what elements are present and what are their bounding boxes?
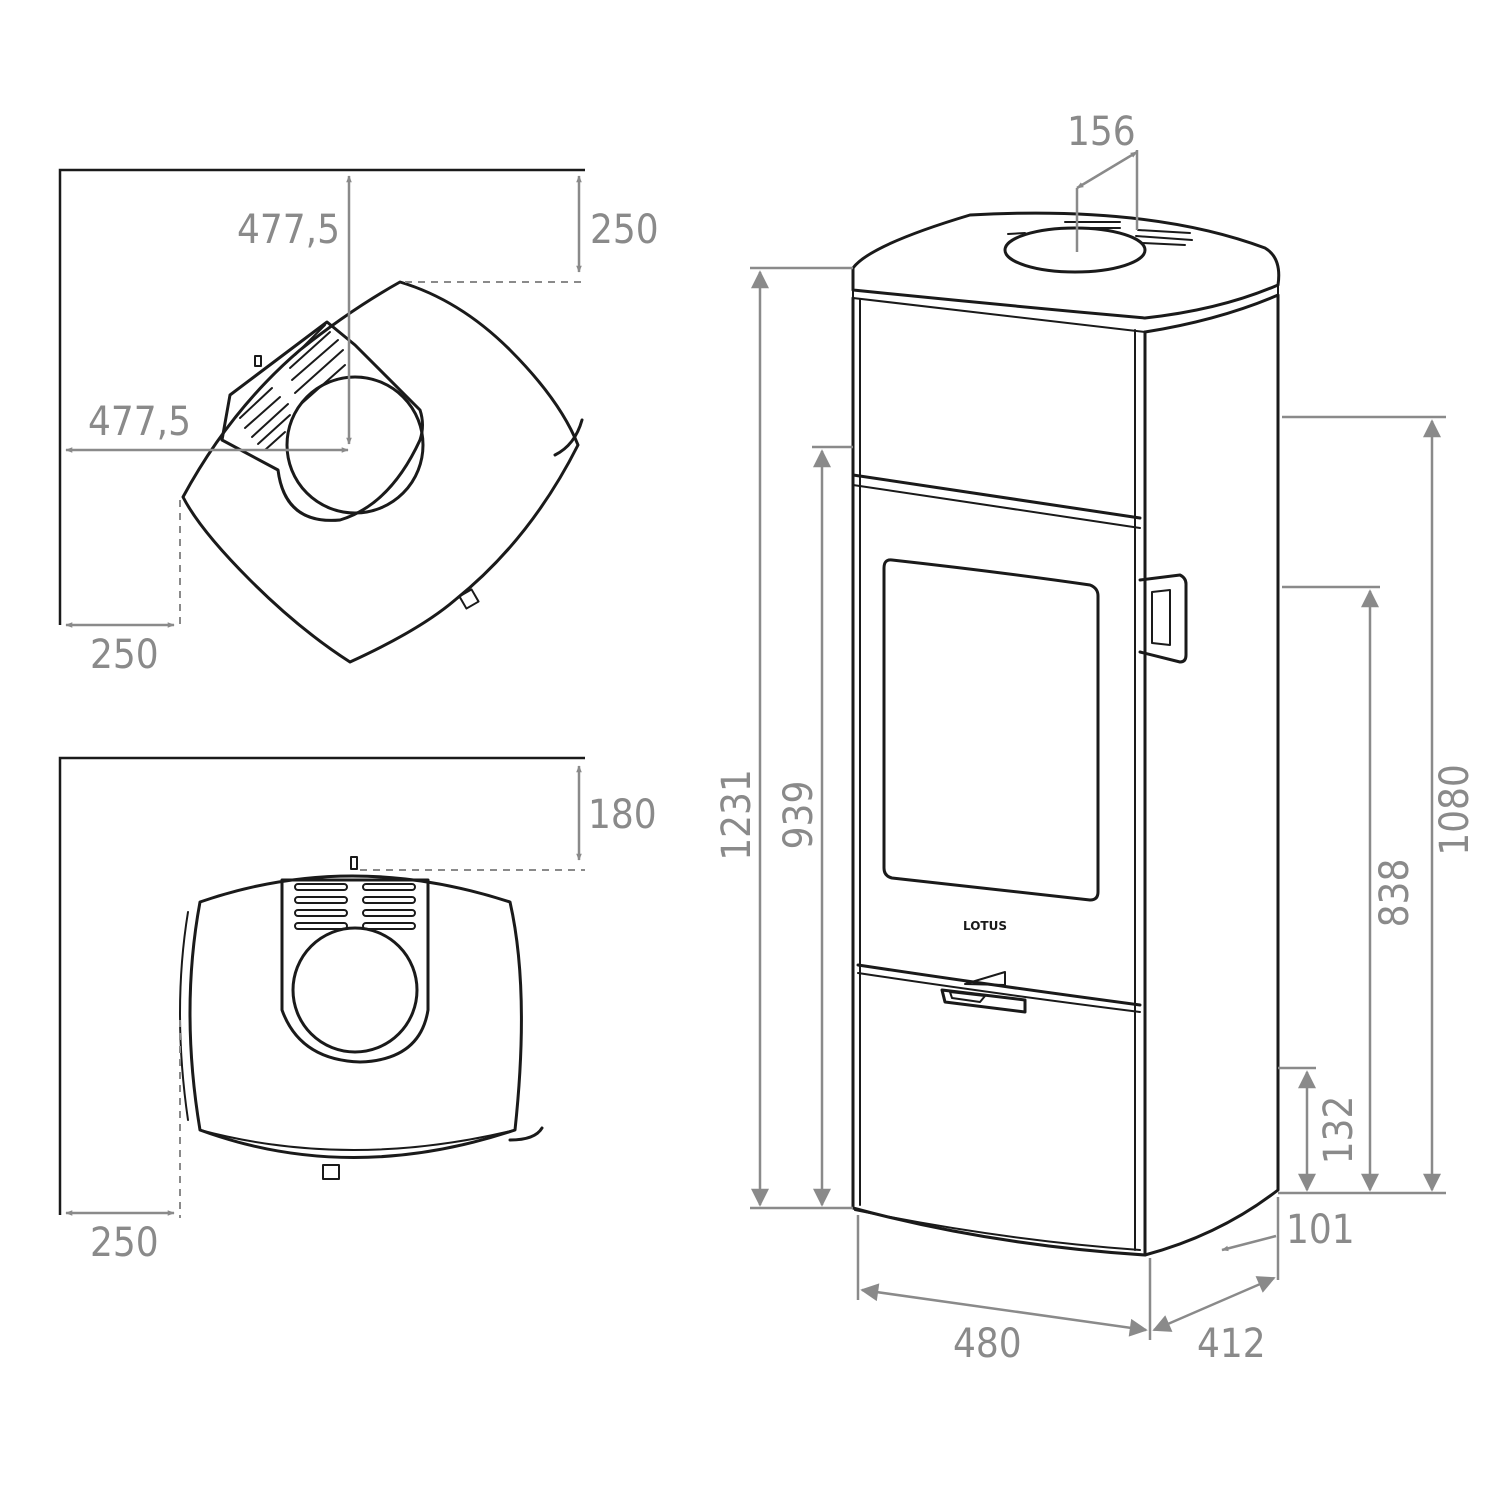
dim-line-inlet-offset — [1221, 1234, 1277, 1252]
dim-line-width — [860, 1283, 1148, 1337]
dim-label-wall-side: 250 — [90, 1220, 159, 1266]
corner-knob — [254, 355, 262, 367]
door-top-edge — [852, 484, 1141, 529]
dim-label-total-height: 1231 — [714, 769, 760, 861]
dim-label-depth: 412 — [1197, 1321, 1266, 1367]
wall-walls — [58, 756, 585, 1215]
dim-line-flue-offset — [1076, 150, 1138, 190]
air-control-slider — [964, 971, 1006, 986]
wall-stove-outline — [188, 874, 523, 1159]
corner-side-handle — [553, 418, 584, 457]
brand-logo: LOTUS — [963, 919, 1007, 933]
stove-front-outline — [851, 296, 1147, 1257]
wall-grille-slots — [294, 883, 416, 930]
stove-side-outline — [1143, 293, 1280, 1257]
dim-label-handle-height: 838 — [1372, 859, 1418, 928]
dim-label-door-height: 939 — [776, 781, 822, 850]
corner-lever — [458, 588, 480, 610]
dim-label-left-depth: 477,5 — [88, 399, 191, 445]
ash-drawer-handle — [940, 988, 1027, 1014]
wall-side-handle — [508, 1126, 544, 1142]
corner-walls — [58, 168, 585, 625]
door-glass — [882, 558, 1100, 902]
top-grille-slots — [1007, 221, 1193, 246]
corner-base-edge — [182, 496, 351, 663]
dim-label-flue-offset: 156 — [1067, 109, 1136, 155]
door-handle-inner — [1151, 589, 1171, 646]
dim-label-inlet-height: 132 — [1316, 1096, 1362, 1165]
corner-top-panel — [220, 320, 424, 522]
dim-label-width: 480 — [953, 1321, 1022, 1367]
ash-drawer-handle-detail — [949, 991, 986, 1003]
wall-knob — [350, 856, 358, 870]
dim-label-wall-back: 180 — [588, 792, 657, 838]
wall-installation-view: 180 250 — [58, 756, 657, 1266]
dim-label-side-height: 1080 — [1432, 764, 1478, 856]
corner-flue-ring — [285, 375, 425, 515]
dim-label-wall-left: 250 — [90, 632, 159, 678]
drawer-top-edge — [857, 972, 1141, 1013]
dim-label-top-depth: 477,5 — [237, 207, 340, 253]
wall-lever — [322, 1164, 340, 1180]
upper-panel-seam — [851, 473, 1142, 520]
corner-grille-slots — [239, 324, 346, 451]
dim-label-wall-top: 250 — [590, 207, 659, 253]
corner-stove-outline — [181, 280, 580, 664]
front-perspective-view: LOTUS 156 1231 939 1080 838 — [714, 109, 1478, 1367]
wall-base-edge — [199, 1129, 516, 1151]
dim-line-depth — [1152, 1276, 1276, 1332]
dim-label-inlet-offset: 101 — [1286, 1207, 1355, 1253]
stove-base-line — [854, 1209, 1141, 1251]
wall-flue-ring — [291, 926, 419, 1054]
wall-side-left — [179, 911, 189, 1121]
door-handle — [1138, 573, 1188, 664]
corner-installation-view: 477,5 477,5 250 250 — [58, 168, 659, 678]
wall-top-panel — [280, 878, 430, 1064]
